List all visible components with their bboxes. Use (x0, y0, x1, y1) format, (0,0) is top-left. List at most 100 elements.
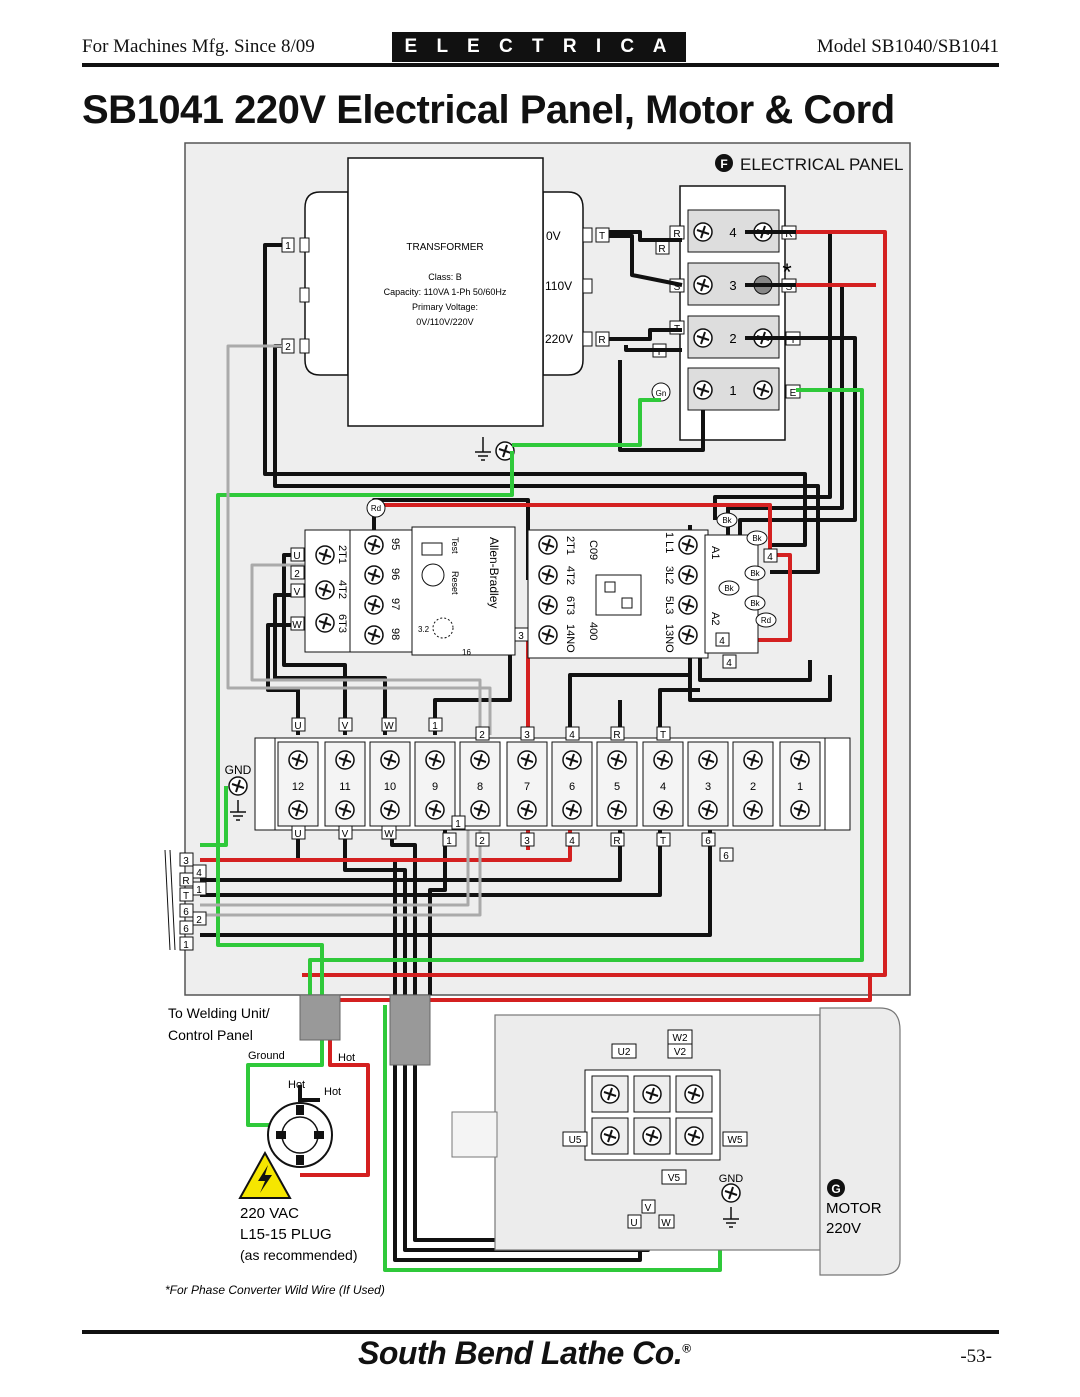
plug-ground-label: Ground (248, 1050, 285, 1062)
contactor-num-4-a: 4 (767, 552, 773, 563)
transformer-left-coil (304, 191, 349, 376)
overload-label-6t3: 6T3 (336, 614, 348, 633)
wire-tag-bk-4: Bk (724, 584, 734, 593)
ground-symbol-top (475, 437, 515, 461)
plug-type: L15-15 PLUG (240, 1226, 332, 1243)
strip-bot-4: 4 (569, 836, 575, 847)
plug-hot-label-2: Hot (288, 1079, 305, 1091)
power-row-1-num: 1 (729, 383, 736, 398)
overload-term-u: U (293, 551, 300, 562)
cord-gland-left (299, 994, 341, 1041)
motor-lead-w: W (661, 1218, 671, 1229)
warning-icon (238, 1150, 292, 1199)
strip-num-2: 2 (750, 781, 756, 793)
strip-top-4: 4 (569, 730, 575, 741)
strip-bot-u: U (294, 829, 301, 840)
coil-term-a2: A2 (709, 612, 721, 625)
plug-section: To Welding Unit/ Control Panel Ground Ho… (168, 1005, 358, 1263)
footnote: *For Phase Converter Wild Wire (If Used) (165, 1283, 385, 1297)
power-row-4-num: 4 (729, 225, 736, 240)
strip-bot-3: 3 (524, 836, 530, 847)
power-row-4-left: R (673, 229, 680, 240)
strip-bot-w: W (384, 829, 394, 840)
section-tab: E L E C T R I C A L (392, 32, 686, 87)
tap-110v: 110V (545, 279, 572, 293)
cord-gland-right (389, 994, 431, 1066)
power-row-4-right: R (785, 229, 792, 240)
power-row-2-num: 2 (729, 331, 736, 346)
power-row-1-right: E (790, 388, 797, 399)
power-row-3-left: S (674, 282, 681, 293)
overload-rd-tag: Rd (371, 504, 381, 513)
overload-label-2t1: 2T1 (336, 545, 348, 564)
strip-bot-1a: 1 (455, 819, 461, 830)
overload-term-w: W (292, 620, 302, 631)
header-rule (82, 63, 999, 67)
cable-tag-3: 3 (183, 856, 189, 867)
strip-bot-6a: 6 (705, 836, 711, 847)
strip-top-t: T (660, 730, 666, 741)
overload-term-v: V (294, 587, 301, 598)
plug-caption-1: To Welding Unit/ (168, 1005, 270, 1021)
contactor-coil: 400 (587, 622, 599, 640)
panel-letter: F (720, 157, 727, 171)
cable-tag-1a: 1 (196, 885, 202, 896)
contactor-left-14no: 14NO (564, 624, 576, 653)
plug-voltage: 220 VAC (240, 1205, 299, 1222)
power-extra-r: R (658, 244, 665, 255)
strip-top-3: 3 (524, 730, 530, 741)
motor-term-v5: V5 (668, 1173, 681, 1184)
transformer-term-2: 2 (285, 342, 291, 353)
page-header: For Machines Mfg. Since 8/09 E L E C T R… (82, 32, 999, 87)
panel-title: ELECTRICAL PANEL (740, 155, 903, 174)
overload-dial-low: 3.2 (418, 625, 430, 634)
transformer-class: Class: B (428, 272, 462, 282)
cable-tag-6b: 6 (183, 924, 189, 935)
transformer-term-r: R (598, 335, 605, 346)
green-wires (200, 388, 864, 1272)
strip-top-w: W (384, 721, 394, 732)
contactor-right-1l1: 1 L1 (663, 532, 675, 553)
page-number: -53- (960, 1346, 992, 1367)
strip-top-1: 1 (432, 721, 438, 732)
transformer-primary-value: 0V/110V/220V (416, 317, 473, 327)
coil-term-a1: A1 (709, 546, 721, 559)
footer-rule (82, 1330, 999, 1334)
motor-letter-badge (827, 1179, 845, 1197)
plug-note: (as recommended) (240, 1247, 358, 1263)
cable-tag-t: T (183, 891, 189, 902)
power-extra-t: T (656, 347, 662, 358)
tap-0v: 0V (546, 229, 561, 243)
strip-top-r: R (613, 730, 620, 741)
contactor-num-3: 3 (518, 631, 524, 642)
power-row-2-right: T (790, 335, 796, 346)
motor-term-u2: U2 (618, 1047, 631, 1058)
motor-lead-u: U (630, 1218, 637, 1229)
contactor-left-4t2: 4T2 (564, 566, 576, 585)
strip-num-9: 9 (432, 781, 438, 793)
contact-95: 95 (389, 538, 401, 550)
overload-relay: 2T1 4T2 6T3 95 96 97 98 Test Reset 3.2 1… (290, 498, 516, 657)
transformer-body (347, 157, 544, 427)
transformer: TRANSFORMER Class: B Capacity: 110VA 1-P… (281, 157, 610, 427)
plug-caption-2: Control Panel (168, 1027, 253, 1043)
strip-num-8: 8 (477, 781, 483, 793)
wire-tag-rd: Rd (761, 616, 771, 625)
cable-tag-6a: 6 (183, 907, 189, 918)
contactor-model: C09 (587, 540, 599, 560)
header-model: Model SB1040/SB1041 (816, 36, 999, 57)
transformer-right-coil (542, 191, 584, 376)
cable-tag-r: R (182, 876, 189, 887)
power-row-3-num: 3 (729, 278, 736, 293)
overload-reset-label: Reset (450, 571, 460, 595)
contact-96: 96 (389, 568, 401, 580)
footer-brand-text: South Bend Lathe Co. (358, 1335, 683, 1371)
motor-shaft (451, 1111, 498, 1158)
strip-bot-6b: 6 (723, 851, 729, 862)
motor-term-v2: V2 (674, 1047, 687, 1058)
transformer-capacity: Capacity: 110VA 1-Ph 50/60Hz (384, 287, 507, 297)
strip-bot-r: R (613, 836, 620, 847)
cable-tags: 3 4 R 1 T 6 2 6 1 (164, 849, 207, 951)
strip-num-11: 11 (339, 781, 350, 793)
strip-bot-v: V (342, 829, 349, 840)
